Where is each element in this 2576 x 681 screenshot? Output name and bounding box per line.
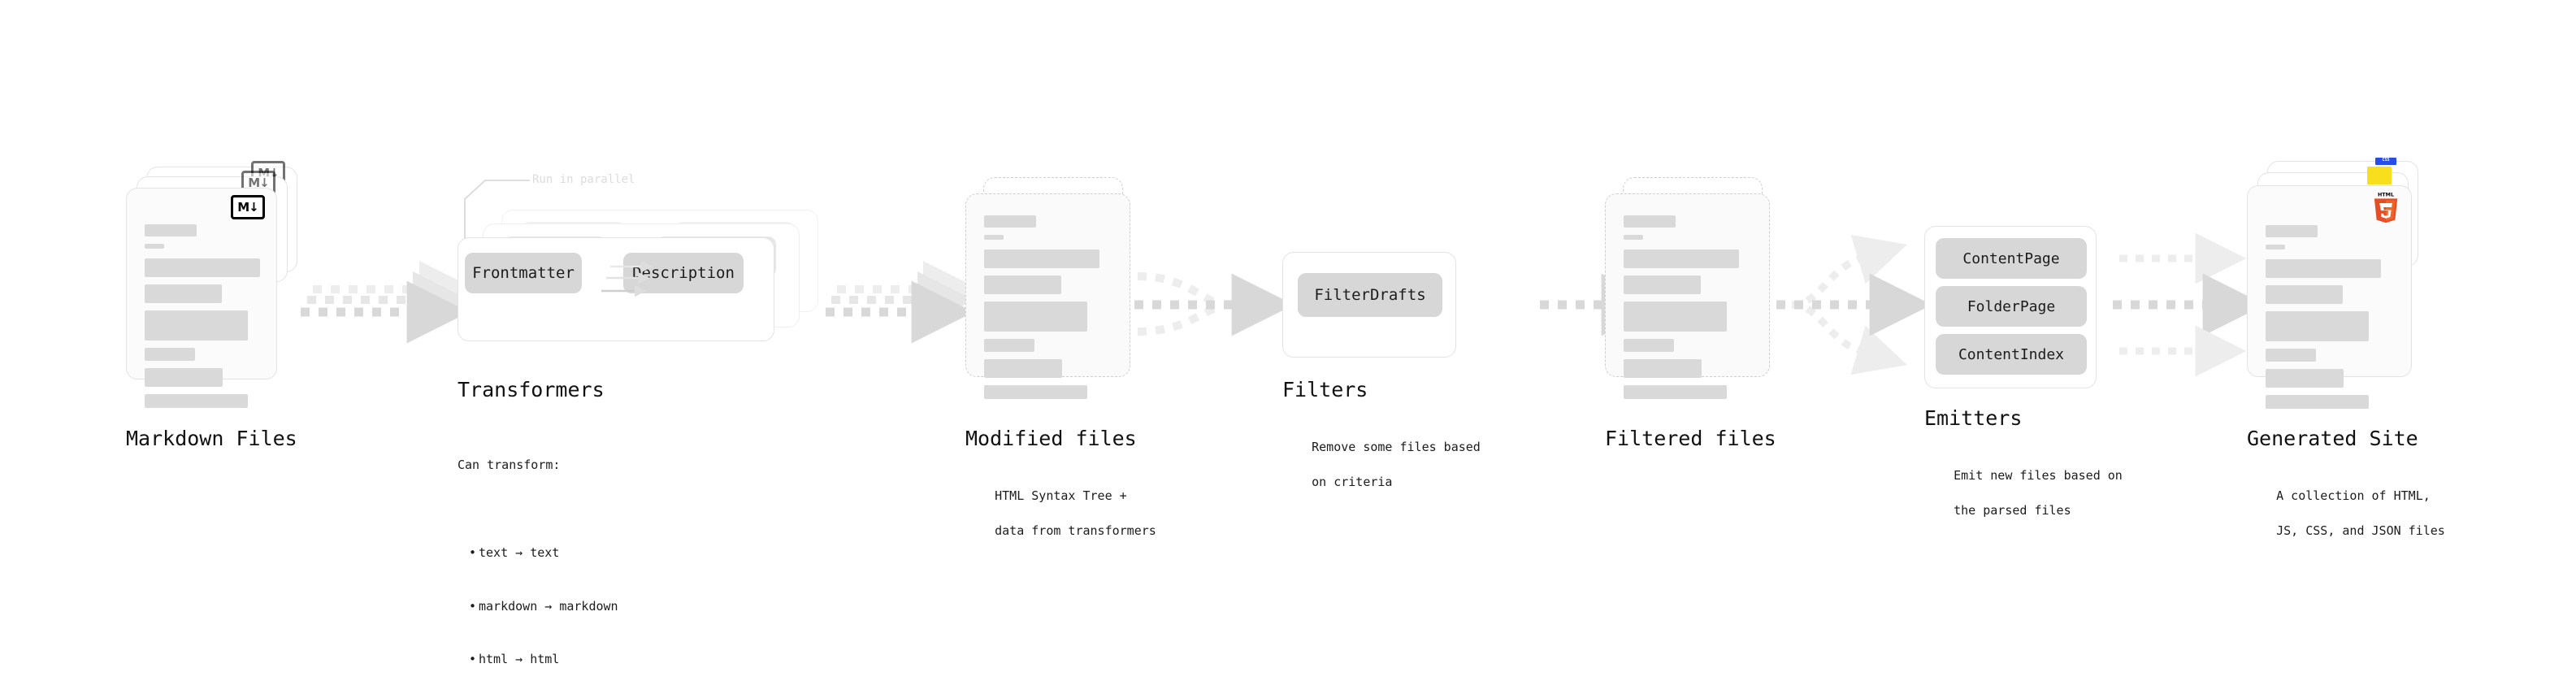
stage-filters-title: Filters [1282, 378, 1368, 401]
modified-card-front [965, 193, 1130, 399]
stage-filters-caption: Remove some files based on criteria [1282, 421, 1481, 510]
doc-bar [2266, 369, 2344, 388]
connector-modified-to-filters [1134, 272, 1295, 336]
stage-transformers-title: Transformers [458, 378, 605, 401]
site-doc-body [2248, 186, 2411, 409]
transformer-chip-frontmatter[interactable]: Frontmatter [465, 253, 582, 293]
modified-caption-line: data from transformers [995, 523, 1156, 539]
doc-bar [984, 359, 1062, 378]
doc-bar [984, 385, 1087, 399]
emitter-chip-contentindex[interactable]: ContentIndex [1936, 334, 2087, 375]
emitter-chip-contentpage[interactable]: ContentPage [1936, 238, 2087, 279]
doc-bar [145, 244, 164, 249]
connector-md-to-transformers [301, 261, 476, 344]
markdown-card-front: M↓ [126, 188, 277, 408]
doc-bar [984, 275, 1061, 294]
transformers-caption-lead: Can transform: [458, 457, 561, 472]
modified-caption-line: HTML Syntax Tree + [995, 488, 1127, 503]
transformers-caption-item: markdown → markdown [469, 598, 618, 616]
site-caption-line: JS, CSS, and JSON files [2276, 523, 2445, 539]
doc-bar [2266, 311, 2369, 341]
doc-bar [145, 284, 222, 303]
site-caption-line: A collection of HTML, [2276, 488, 2431, 503]
filtered-doc-body [1606, 194, 1769, 399]
stage-emitters-caption: Emit new files based on the parsed files [1924, 449, 2123, 538]
transformers-caption-item: html → html [469, 651, 618, 669]
doc-bar [2266, 259, 2381, 278]
doc-bar [1624, 235, 1643, 240]
doc-bar [1624, 385, 1727, 399]
site-card-front: HTML [2247, 185, 2412, 409]
connector-transformers-to-modified [826, 261, 980, 344]
transformers-panel-front: Frontmatter Description [458, 237, 774, 341]
emitters-caption-line: the parsed files [1954, 503, 2071, 518]
doc-bar [1624, 301, 1727, 332]
doc-bar [145, 368, 223, 387]
emitters-panel: ContentPage FolderPage ContentIndex [1924, 226, 2097, 388]
html5-icon: HTML [2372, 190, 2400, 224]
doc-bar [1624, 359, 1702, 378]
markdown-icon: M↓ [231, 195, 265, 219]
transformers-caption-list: text → text markdown → markdown html → h… [458, 510, 618, 681]
connector-emitters-to-site [2113, 232, 2266, 377]
stage-filtered-files-title: Filtered files [1605, 427, 1776, 450]
doc-bar [2266, 245, 2285, 249]
doc-bar [984, 339, 1034, 352]
emitters-caption-line: Emit new files based on [1954, 467, 2123, 483]
svg-text:HTML: HTML [2378, 192, 2394, 198]
filter-chip-filterdrafts[interactable]: FilterDrafts [1298, 273, 1442, 317]
stage-modified-files-title: Modified files [965, 427, 1137, 450]
doc-bar [2266, 225, 2318, 237]
emitter-chip-folderpage[interactable]: FolderPage [1936, 286, 2087, 327]
filters-panel: FilterDrafts [1282, 252, 1456, 358]
stage-transformers-caption: Can transform: text → text markdown → ma… [458, 421, 618, 681]
js-icon [2367, 167, 2392, 184]
transformers-caption-item: text → text [469, 544, 618, 562]
modified-doc-body [966, 194, 1130, 399]
transformer-chip-description[interactable]: Description [623, 253, 744, 293]
doc-bar [145, 258, 260, 277]
stage-modified-files-caption: HTML Syntax Tree + data from transformer… [965, 470, 1156, 558]
doc-bar [2266, 349, 2316, 362]
html5-icon-svg: HTML [2374, 192, 2398, 223]
doc-bar [1624, 275, 1701, 294]
stage-generated-site-caption: A collection of HTML, JS, CSS, and JSON … [2247, 470, 2445, 558]
doc-bar [1624, 339, 1674, 352]
doc-bar [1624, 249, 1739, 268]
stage-emitters-title: Emitters [1924, 406, 2023, 430]
doc-bar [145, 394, 248, 408]
stage-markdown-files-title: Markdown Files [126, 427, 297, 450]
doc-bar [1624, 215, 1676, 228]
css-icon: CSS [2375, 158, 2396, 165]
run-in-parallel-label: Run in parallel [532, 173, 635, 186]
doc-bar [984, 249, 1099, 268]
doc-bar [145, 310, 248, 340]
doc-bar [2266, 285, 2343, 304]
filters-caption-line: on criteria [1312, 475, 1393, 490]
doc-bar [984, 235, 1004, 240]
connector-filtered-to-emitters [1776, 234, 1932, 375]
filters-caption-line: Remove some files based [1312, 439, 1481, 454]
doc-bar [984, 215, 1036, 228]
doc-bar [984, 301, 1087, 332]
markdown-doc-body [127, 189, 276, 408]
stage-generated-site-title: Generated Site [2247, 427, 2418, 450]
doc-bar [145, 224, 197, 236]
doc-bar [145, 348, 195, 361]
filtered-card-front [1605, 193, 1770, 399]
doc-bar [2266, 395, 2369, 409]
